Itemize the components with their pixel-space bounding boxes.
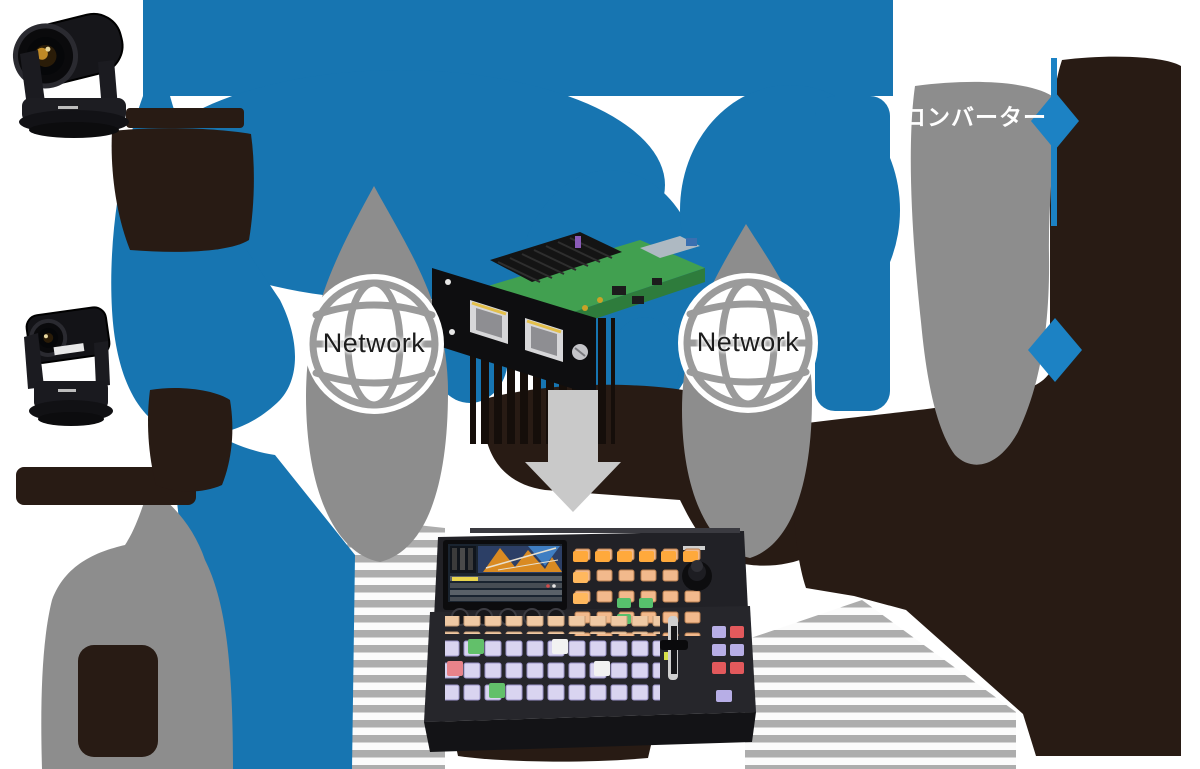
- t-bar-indicator: [664, 652, 668, 660]
- camera-bottom-head: [25, 306, 111, 364]
- striped-shadow-right-of-switcher: [745, 600, 1016, 769]
- card-bracket-hole-2: [449, 329, 455, 335]
- card-sfp-cage: [640, 236, 700, 258]
- camera-top-yoke-right: [98, 60, 118, 110]
- card-chip-3: [652, 278, 662, 285]
- switcher-joystick: [682, 560, 712, 591]
- camera-bottom-foot: [38, 412, 104, 426]
- globe-grid: [683, 278, 813, 408]
- card-component-dot-1: [597, 297, 603, 303]
- down-arrow-head: [525, 462, 621, 512]
- blue-flow-column-right: [815, 96, 890, 411]
- globe-grid: [309, 279, 439, 409]
- blue-flow-wing-right-of-card: [610, 317, 680, 407]
- xpt-green-key-1: [468, 639, 484, 654]
- network-label-left: Network: [322, 328, 426, 358]
- down-arrow-shaft: [548, 390, 598, 462]
- lcd-menu-rows: [450, 576, 562, 601]
- lcd-meter-bar-3: [468, 548, 473, 570]
- card-lan-port-2-pins: [526, 319, 562, 334]
- lcd-preview-blue-facet: [528, 546, 560, 566]
- switcher-xpt-accent-keys: [447, 639, 610, 698]
- down-arrow: [525, 390, 621, 512]
- green-button-1: [617, 598, 631, 608]
- switcher-lit-buttons: [573, 551, 698, 624]
- switcher-t-bar: [660, 616, 688, 680]
- lcd-preview-line-2: [497, 559, 559, 571]
- remote-camera-top: [13, 12, 129, 138]
- switcher-xpt-row-top: [445, 616, 660, 634]
- blue-diamond-arrow-top: [1031, 92, 1079, 150]
- lcd-preview-mountains: [483, 548, 562, 572]
- camera-bottom-label-plate: [53, 343, 85, 356]
- gray-blob-converter-label: [910, 81, 1054, 465]
- lcd-meter-bar-1: [452, 548, 457, 570]
- camera-bottom-lens-highlight: [43, 334, 48, 339]
- network-globe-right: [678, 273, 818, 413]
- switcher-back-edge: [470, 528, 740, 533]
- illegible-device-blob-bottom-left: [78, 645, 158, 757]
- card-bracket-hole-1: [445, 279, 451, 285]
- lcd-menu-dot-1: [546, 584, 550, 588]
- card-thumbscrew-slot: [574, 347, 586, 357]
- illegible-text-block-camera-top: [111, 128, 254, 252]
- card-chip-1: [612, 286, 626, 295]
- xpt-red-key: [447, 661, 463, 676]
- card-capacitor: [575, 236, 581, 248]
- illegible-text-block-camera-bottom: [16, 467, 196, 505]
- network-globe-left: [304, 274, 444, 414]
- card-lan-port-2-inner: [531, 326, 557, 356]
- xpt-white-key-2: [594, 661, 610, 676]
- lcd-preview-line-1: [485, 547, 557, 569]
- camera-bottom-logo: [58, 389, 76, 392]
- lcd-menu-dot-2: [552, 584, 556, 588]
- converter-label: コンバーター: [903, 104, 1047, 130]
- camera-top-foot: [29, 122, 119, 138]
- blue-connector-to-converters: [1028, 58, 1082, 382]
- card-heatsink: [490, 232, 622, 282]
- camera-bottom-yoke-right: [94, 341, 110, 387]
- camera-top-logo: [58, 106, 78, 109]
- network-label-right: Network: [696, 327, 800, 357]
- lcd-menu-highlight: [452, 577, 478, 581]
- xpt-green-key-2: [489, 683, 505, 698]
- blue-diamond-arrow-bottom: [1028, 318, 1082, 382]
- card-component-dot-2: [582, 305, 588, 311]
- card-sfp-tab: [686, 238, 697, 246]
- illegible-text-line-camera-top: [126, 108, 244, 128]
- card-heatsink-fins: [497, 237, 613, 283]
- remote-camera-bottom: [24, 306, 113, 426]
- switcher-right-key-cluster: [712, 626, 744, 702]
- card-lan-port-1-inner: [476, 308, 502, 338]
- switcher-base-front: [424, 712, 756, 752]
- blue-flow-top-band: [143, 0, 893, 96]
- camera-bottom-yoke-left: [24, 333, 44, 389]
- green-button-2: [639, 598, 653, 608]
- camera-top-lens-highlight: [45, 46, 51, 52]
- illegible-text-block-left-middle: [148, 388, 233, 492]
- card-bracket: [432, 268, 596, 396]
- lcd-meter-bar-2: [460, 548, 465, 570]
- card-lan-port-1-pins: [471, 301, 507, 316]
- xpt-white-key-1: [552, 639, 568, 654]
- card-chip-2: [632, 296, 644, 304]
- live-switcher-console: [424, 528, 756, 752]
